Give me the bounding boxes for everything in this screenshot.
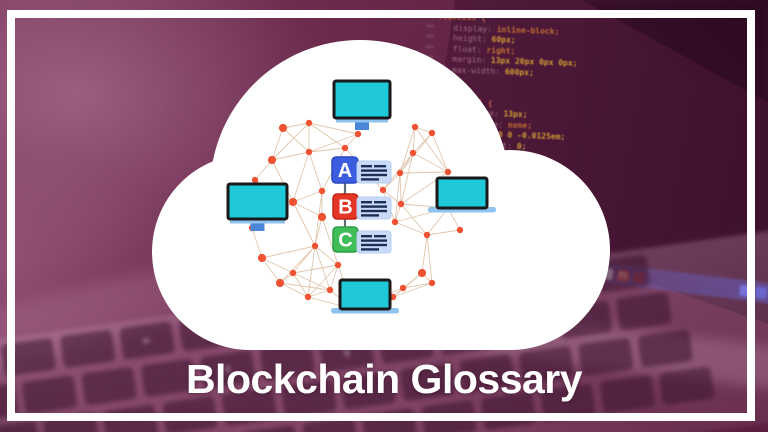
card-text-line [361,169,387,172]
letter-block-b: B [332,193,359,220]
letter-label: A [338,160,352,182]
mesh-node [334,261,342,269]
mesh-node [341,144,349,152]
mesh-node [354,130,362,138]
page-title: Blockchain Glossary [185,356,583,402]
mesh-node [326,286,334,294]
mesh-node [251,176,259,184]
letter-label: B [338,197,352,219]
text-card [356,160,392,184]
mesh-node [257,253,267,263]
laptop-device [331,278,399,314]
card-text-line [361,178,379,181]
card-text-line [361,248,379,251]
monitor-device [332,79,392,130]
mesh-node [267,155,277,165]
monitor-device [226,182,289,231]
text-card [356,196,392,220]
card-text-line [361,165,372,168]
mesh-node [288,197,298,207]
mesh-node [317,212,327,222]
mesh-node [275,278,285,288]
mesh-node [399,284,407,292]
mesh-node [304,293,312,301]
card-text-line [361,243,387,247]
card-text-line [361,209,387,213]
mesh-node [411,123,419,131]
mesh-node [428,279,436,287]
mesh-node [305,148,313,156]
card-text-line [361,173,387,177]
card-text-line [361,239,387,242]
mesh-node [428,129,436,137]
letter-block-a: A [331,156,359,184]
text-card [356,230,392,254]
card-text-line [361,235,372,238]
mesh-node [278,123,288,133]
laptop-device [428,176,496,213]
mesh-node [289,269,297,277]
mesh-node [397,200,405,208]
mesh-node [318,187,326,195]
device-screen [435,176,489,210]
card-text-line [374,201,386,204]
card-text-line [361,205,387,208]
mesh-node [311,242,319,250]
mesh-node [379,186,387,194]
mesh-node [423,231,431,239]
card-text-line [374,235,386,238]
mesh-node [396,169,404,177]
mesh-node [444,168,452,176]
mesh-node [417,268,427,278]
monitor-base [230,219,285,224]
mesh-node [391,218,399,226]
mesh-node [409,149,417,157]
card-text-line [361,214,379,217]
card-text-line [361,201,372,204]
monitor-stand [355,120,369,130]
device-screen [338,278,392,311]
device-screen [332,79,392,120]
mesh-node [305,119,313,127]
card-text-line [374,165,386,168]
device-screen [226,182,289,221]
letter-block-c: C [332,226,359,253]
monitor-stand [250,221,265,231]
letter-label: C [338,230,352,252]
mesh-node [456,226,464,234]
monitor-base [336,118,388,123]
